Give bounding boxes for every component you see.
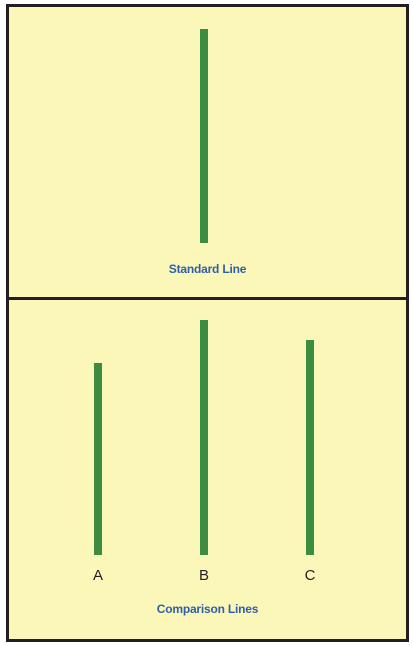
comparison-lines-caption: Comparison Lines <box>156 602 259 616</box>
comparison-line-a <box>94 363 102 555</box>
comparison-lines-panel: A B C Comparison Lines <box>9 300 406 639</box>
standard-line <box>200 29 208 243</box>
comparison-label-b: B <box>198 567 209 584</box>
figure-card: Standard Line A B C Comparison Lines <box>6 4 409 642</box>
standard-line-caption: Standard Line <box>168 262 247 276</box>
comparison-line-c <box>306 340 314 555</box>
comparison-label-a: A <box>92 567 103 584</box>
comparison-line-b <box>200 320 208 555</box>
standard-line-panel: Standard Line <box>9 7 406 297</box>
comparison-label-c: C <box>304 567 316 584</box>
panel-divider <box>9 297 406 300</box>
